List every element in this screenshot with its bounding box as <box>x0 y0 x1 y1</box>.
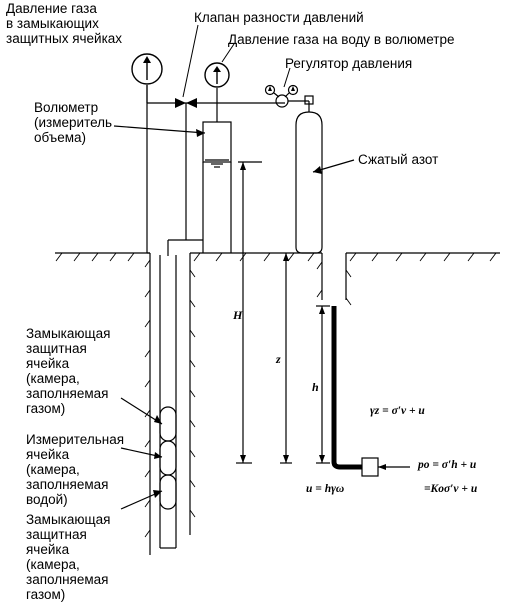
label-cell-bottom: Замыкающая защитная ячейка (камера, запо… <box>26 512 111 602</box>
formula-p0: po = σ′h + u <box>418 459 477 471</box>
cell-measure-shape <box>159 440 177 476</box>
label-nitrogen: Сжатый азот <box>358 152 439 167</box>
cell-top-shape <box>159 406 177 442</box>
label-gas-pressure-cells: Давление газа в замыкающих защитных ячей… <box>6 1 123 46</box>
formula-gamma-z: γz = σ′v + u <box>370 405 425 417</box>
label-gas-on-water: Давление газа на воду в волюметре <box>228 32 455 47</box>
valve-right <box>186 98 197 108</box>
nitrogen-cylinder <box>295 111 323 254</box>
label-regulator: Регулятор давления <box>285 56 413 71</box>
volumeter-top <box>202 121 232 163</box>
label-cell-top: Замыкающая защитная ячейка (камера, запо… <box>26 326 111 416</box>
label-valve-diff: Клапан разности давлений <box>194 10 364 25</box>
formula-k0: =Koσ′v + u <box>424 483 478 495</box>
dim-label-h: h <box>312 380 319 394</box>
cell-bottom-shape <box>159 474 177 510</box>
pushin-cell <box>361 457 379 477</box>
valve-left <box>175 98 186 108</box>
label-volumeter: Волюметр (измеритель объема) <box>34 100 113 145</box>
dim-label-z: z <box>276 352 281 366</box>
formula-u: u = hγω <box>306 483 345 495</box>
label-cell-measure: Измерительная ячейка (камера, заполняема… <box>26 432 125 507</box>
ground-hatching <box>55 252 497 538</box>
dim-label-H: H <box>233 308 243 322</box>
